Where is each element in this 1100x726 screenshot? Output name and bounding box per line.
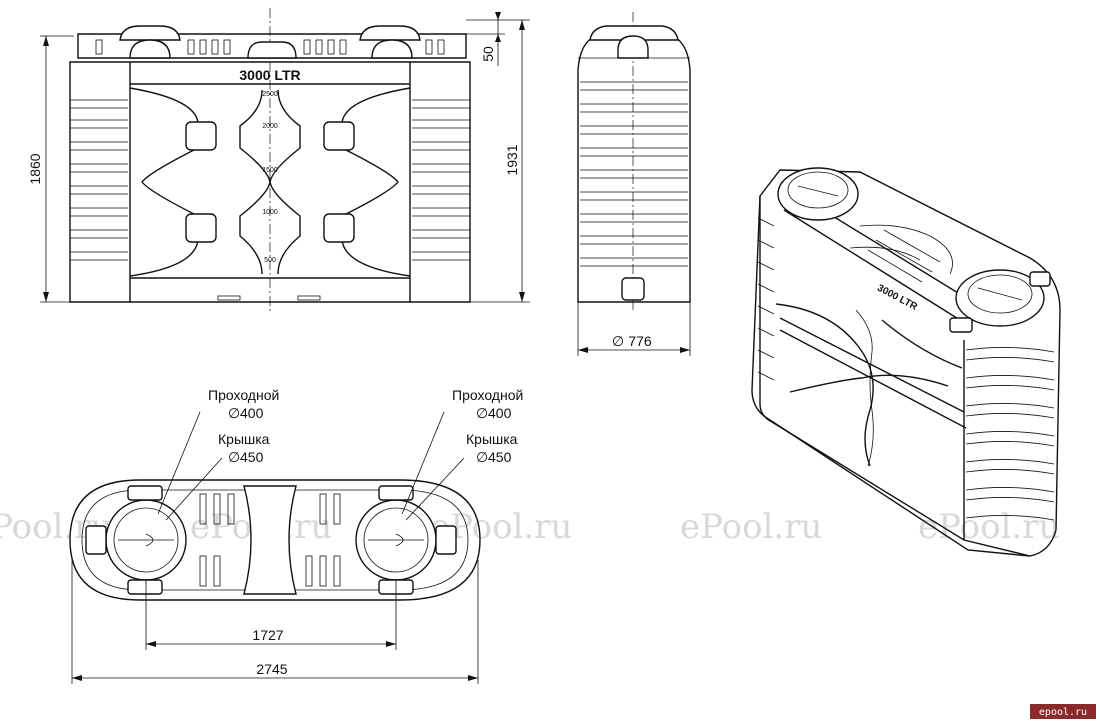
scale-mark: 1000 (262, 209, 278, 216)
diameter-symbol: ∅ (476, 449, 488, 465)
dim-diameter: 776 (628, 333, 652, 349)
svg-text:·: · (866, 410, 868, 416)
diameter-symbol: ∅ (476, 405, 488, 421)
svg-text:·: · (866, 378, 868, 384)
tank-capacity-label: 3000 LTR (239, 67, 300, 83)
label-cover-size: 450 (488, 449, 512, 465)
brand-badge: epool.ru (1030, 704, 1096, 719)
label-cover: Крышка (466, 431, 518, 447)
dim-top-offset: 50 (480, 46, 496, 62)
label-passage-size: 400 (488, 405, 512, 421)
isometric-view: · · · · · 3000 LTR (751, 167, 1061, 557)
brand-text: epool.ru (1039, 707, 1087, 718)
label-passage-size: 400 (240, 405, 264, 421)
label-cover-size: 450 (240, 449, 264, 465)
dim-inner: 1727 (252, 627, 283, 643)
scale-mark: 2500 (262, 91, 278, 98)
scale-mark: 500 (264, 257, 276, 264)
label-cover: Крышка (218, 431, 270, 447)
svg-text:·: · (866, 318, 868, 324)
dim-total-height: 1931 (504, 144, 520, 175)
iso-level-marks: · · · · · (866, 318, 868, 448)
label-passage: Проходной (208, 387, 279, 403)
scale-mark: 2000 (262, 123, 278, 130)
level-scale: 2500 2000 1500 1000 500 (262, 91, 278, 264)
diameter-symbol: ∅ (228, 449, 240, 465)
label-passage: Проходной (452, 387, 523, 403)
svg-text:·: · (866, 344, 868, 350)
svg-text:·: · (866, 442, 868, 448)
top-view: Проходной ∅ 400 Крышка ∅ 450 Проходной ∅… (69, 387, 523, 684)
front-view: 3000 LTR 2500 2000 1500 1000 500 1860 19… (27, 8, 530, 312)
watermark: ePool.ru (918, 507, 1060, 547)
diameter-symbol: ∅ (612, 333, 624, 349)
side-view: ∅ 776 (577, 12, 691, 356)
scale-mark: 1500 (262, 167, 278, 174)
dim-height: 1860 (27, 153, 43, 184)
iso-capacity-label: 3000 LTR (875, 283, 919, 314)
diameter-symbol: ∅ (228, 405, 240, 421)
dim-overall: 2745 (256, 661, 287, 677)
watermark: ePool.ru (680, 507, 822, 547)
